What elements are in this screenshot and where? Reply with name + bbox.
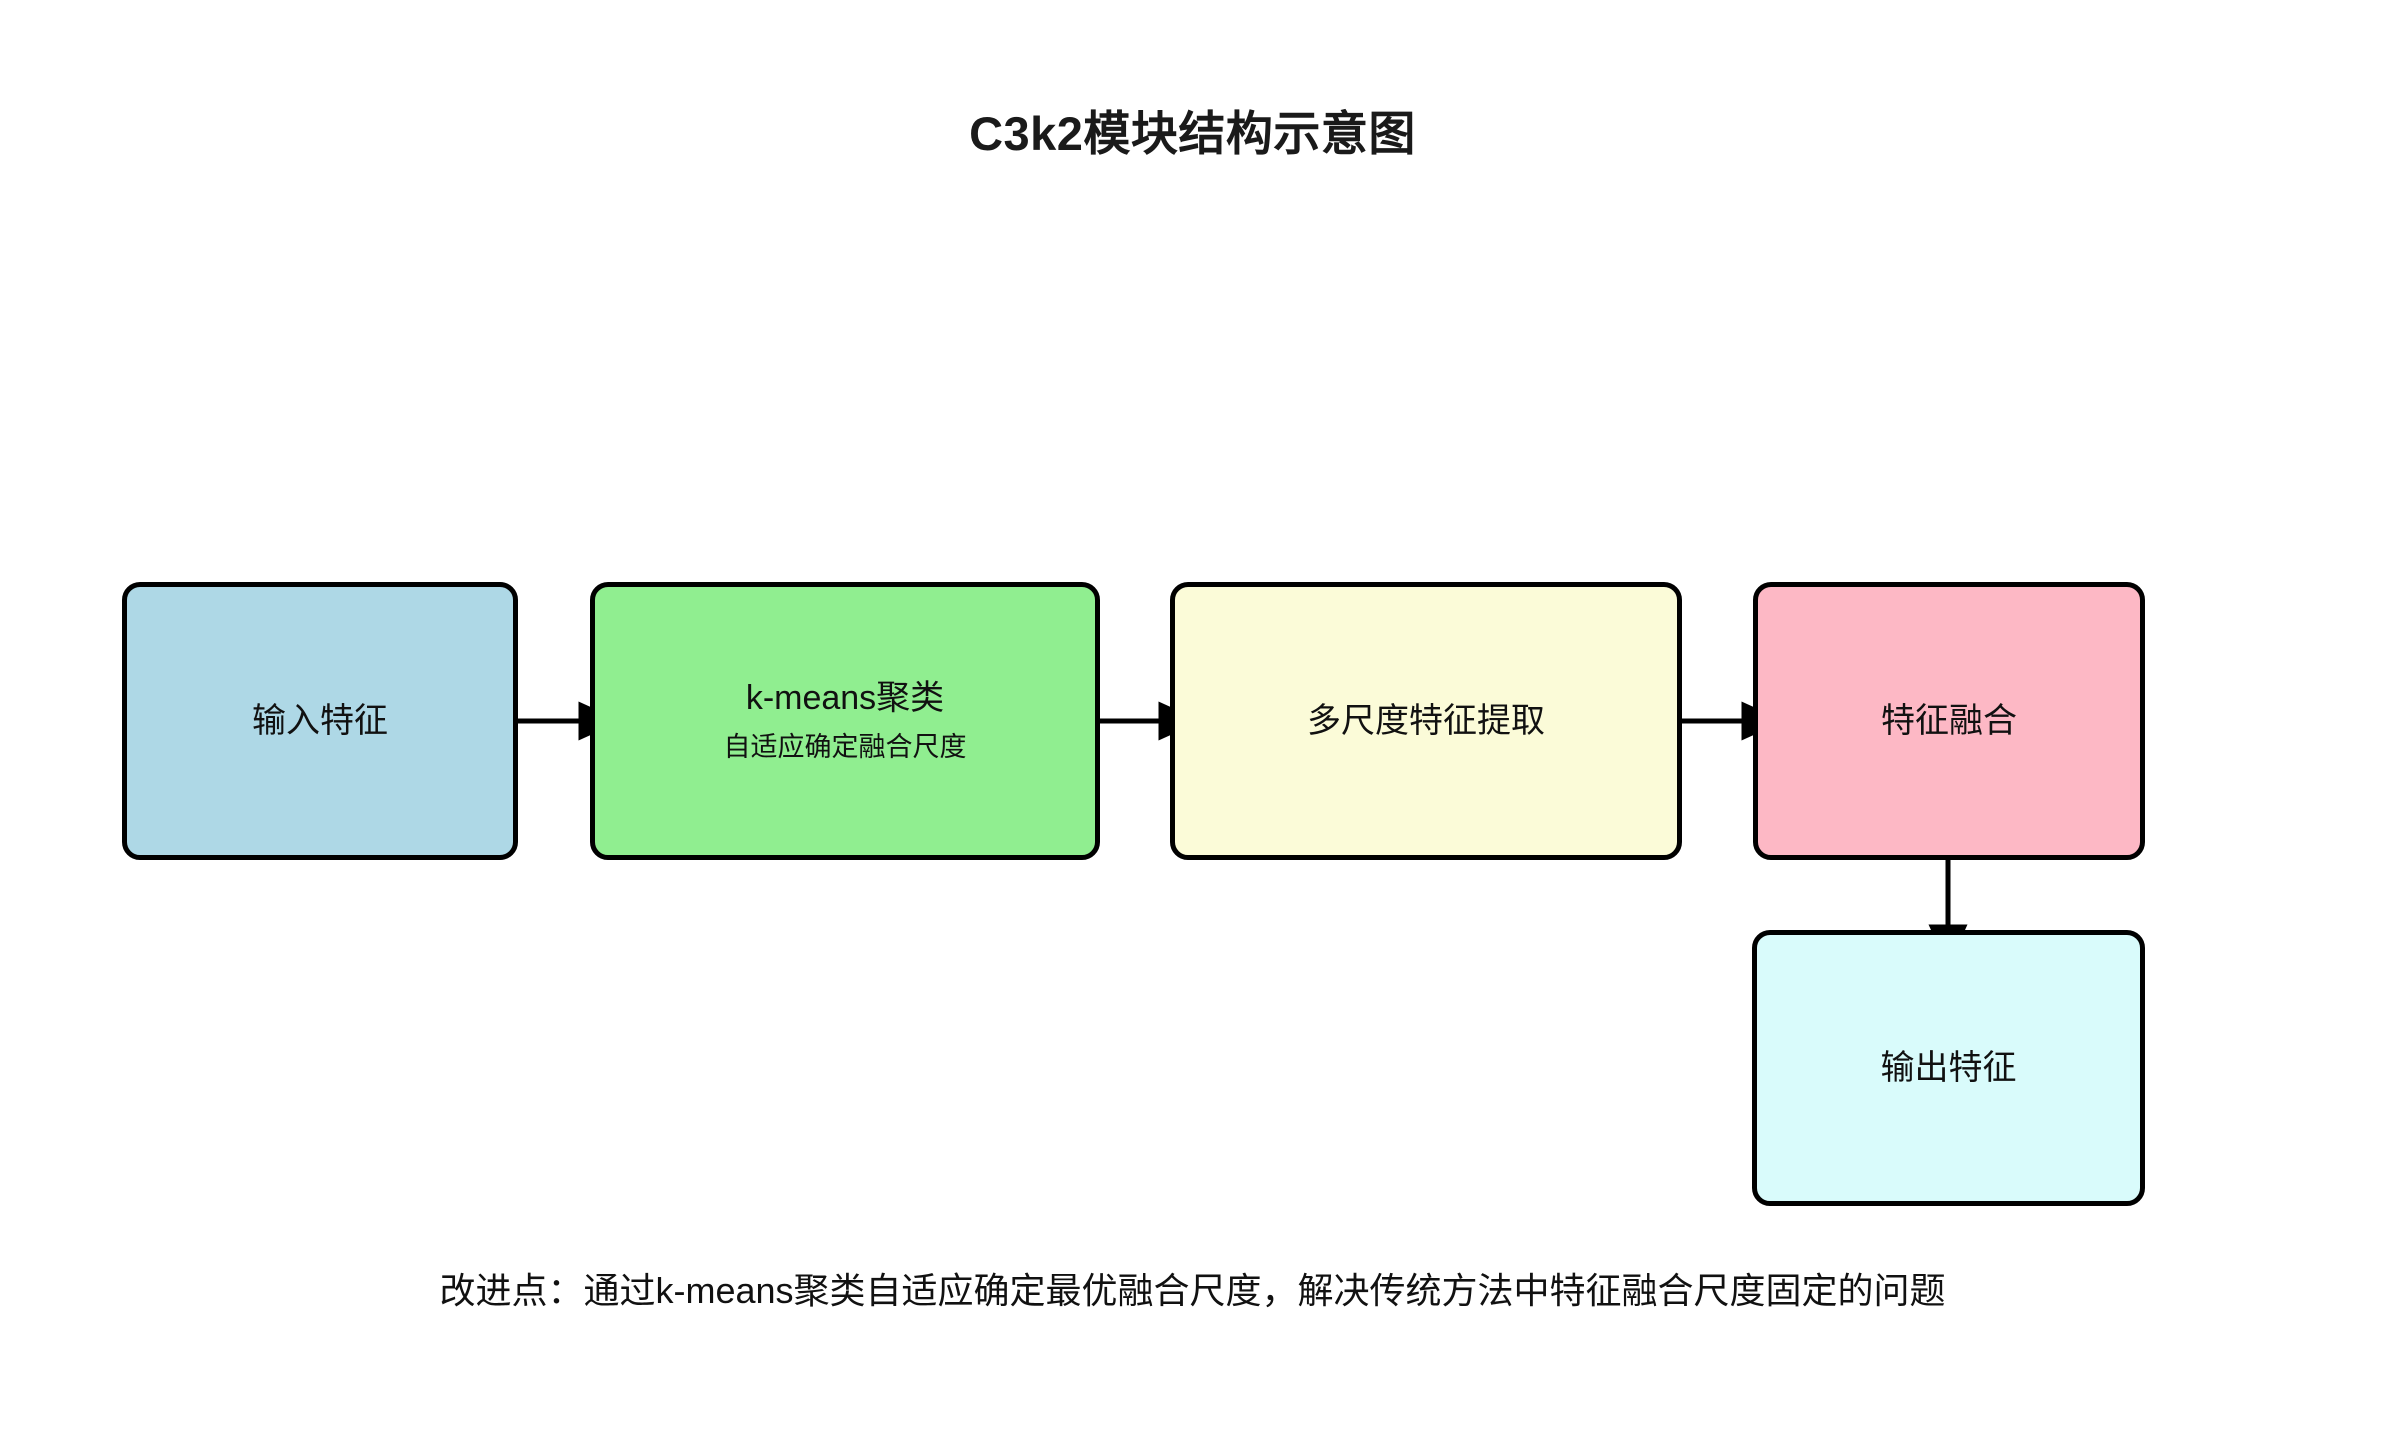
node-multiscale-label: 多尺度特征提取 [1307, 701, 1545, 740]
node-output[interactable]: 输出特征 [1752, 930, 2145, 1206]
node-multiscale[interactable]: 多尺度特征提取 [1170, 582, 1682, 860]
node-input[interactable]: 输入特征 [122, 582, 518, 860]
node-kmeans[interactable]: k-means聚类 自适应确定融合尺度 [590, 582, 1100, 860]
diagram-caption: 改进点：通过k-means聚类自适应确定最优融合尺度，解决传统方法中特征融合尺度… [439, 1270, 1946, 1311]
node-fusion[interactable]: 特征融合 [1753, 582, 2145, 860]
node-fusion-label: 特征融合 [1881, 701, 2017, 740]
page-title: C3k2模块结构示意图 [969, 107, 1416, 160]
node-input-label: 输入特征 [252, 701, 388, 740]
node-kmeans-label: k-means聚类 [745, 678, 945, 717]
node-kmeans-sublabel: 自适应确定融合尺度 [723, 732, 967, 763]
node-output-label: 输出特征 [1880, 1048, 2017, 1087]
